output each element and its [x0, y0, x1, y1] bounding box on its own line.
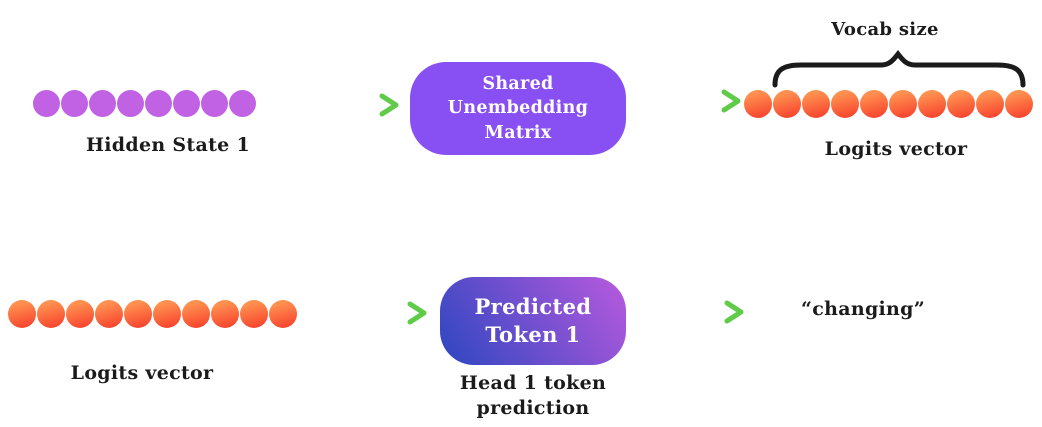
dot [182, 300, 210, 328]
dot [744, 90, 772, 118]
dot [1005, 90, 1033, 118]
arrow-right-icon [284, 93, 399, 117]
predicted-word-text: “changing” [801, 298, 925, 320]
dot [95, 300, 123, 328]
dot [773, 90, 801, 118]
hidden-state-dots [33, 90, 256, 117]
dot [37, 300, 65, 328]
logits-vector-dots [8, 300, 297, 328]
node-label-line: Matrix [484, 122, 552, 143]
dot [33, 90, 60, 117]
dot [89, 90, 116, 117]
curly-brace-icon [772, 50, 1026, 88]
dot [124, 300, 152, 328]
dot [860, 90, 888, 118]
dot [889, 90, 917, 118]
dot [831, 90, 859, 118]
dot [947, 90, 975, 118]
dot [153, 300, 181, 328]
logits-vector-label: Logits vector [70, 362, 214, 384]
node-label-line: Unembedding [447, 98, 589, 119]
node-label-line: Token 1 [485, 322, 581, 347]
node-label-line: Predicted [474, 293, 592, 319]
dot [211, 300, 239, 328]
subtitle-line: Head 1 token [459, 372, 607, 394]
dot [66, 300, 94, 328]
vocab-size-label: Vocab size [831, 19, 939, 40]
dot [145, 90, 172, 117]
hidden-state-label: Hidden State 1 [86, 134, 250, 156]
dot [8, 300, 36, 328]
arrow-right-icon [308, 301, 427, 325]
shared-unembedding-matrix-node: Shared Unembedding Matrix [410, 62, 626, 155]
dot [61, 90, 88, 117]
node-label-line: Shared [482, 74, 554, 95]
dot [173, 90, 200, 117]
dot [240, 300, 268, 328]
dot [976, 90, 1004, 118]
subtitle-line: prediction [476, 396, 590, 419]
head-token-prediction-label: Head 1 token prediction [460, 371, 606, 420]
dot [269, 300, 297, 328]
dot [918, 90, 946, 118]
dot [802, 90, 830, 118]
logits-vector-dots [744, 90, 1033, 118]
dot [201, 90, 228, 117]
dot [117, 90, 144, 117]
logits-vector-label: Logits vector [824, 138, 968, 160]
arrow-right-icon [645, 300, 744, 324]
predicted-token-node: Predicted Token 1 [440, 277, 626, 365]
arrow-right-icon [630, 89, 741, 113]
dot [229, 90, 256, 117]
